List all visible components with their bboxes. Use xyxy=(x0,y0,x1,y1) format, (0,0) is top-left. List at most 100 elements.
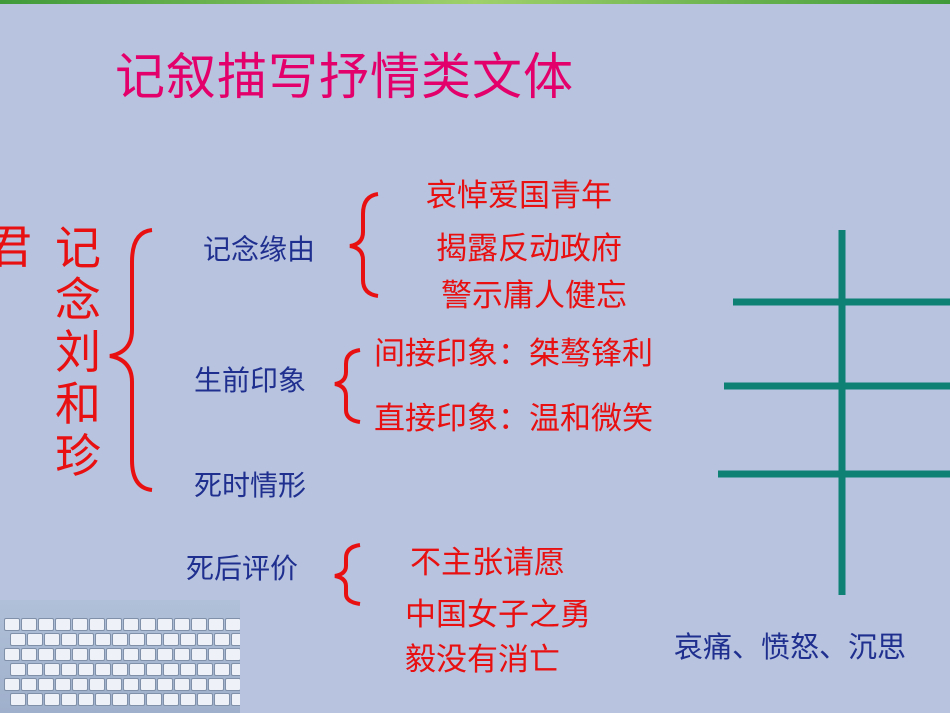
keyboard-key xyxy=(180,693,196,706)
keyboard-key xyxy=(231,663,240,676)
keyboard-key xyxy=(140,648,156,661)
keyboard-key xyxy=(89,648,105,661)
keyboard-key xyxy=(163,663,179,676)
keyboard-key xyxy=(38,678,54,691)
keyboard-key xyxy=(21,678,37,691)
keyboard-key xyxy=(174,618,190,631)
reason-item: 揭露反动政府 xyxy=(436,231,622,267)
keyboard-key xyxy=(225,648,240,661)
impression-item: 直接印象：温和微笑 xyxy=(374,401,653,437)
keyboard-key xyxy=(208,618,224,631)
reason-item: 警示庸人健忘 xyxy=(441,278,627,314)
keyboard-key xyxy=(146,663,162,676)
keyboard-key xyxy=(197,633,213,646)
keyboard-key xyxy=(174,648,190,661)
keyboard-key xyxy=(27,633,43,646)
keyboard-key xyxy=(191,618,207,631)
keyboard-key xyxy=(146,633,162,646)
keyboard-key xyxy=(191,678,207,691)
keyboard-key xyxy=(140,678,156,691)
keyboard-key xyxy=(55,678,71,691)
keyboard-key xyxy=(157,648,173,661)
keyboard-key xyxy=(44,663,60,676)
keyboard-key xyxy=(146,693,162,706)
keyboard-key xyxy=(197,693,213,706)
side-text-jun: 君 xyxy=(0,220,32,274)
keyboard-key xyxy=(157,618,173,631)
keyboard-key xyxy=(95,633,111,646)
conclusion-text: 哀痛、愤怒、沉思 xyxy=(674,630,907,664)
keyboard-key xyxy=(95,663,111,676)
keyboard-key xyxy=(106,678,122,691)
keyboard-key xyxy=(231,693,240,706)
keyboard-key xyxy=(4,678,20,691)
keyboard-key xyxy=(106,648,122,661)
top-accent-bar xyxy=(0,0,950,4)
keyboard-key xyxy=(21,648,37,661)
keyboard-key xyxy=(174,678,190,691)
keyboard-key xyxy=(123,648,139,661)
keyboard-key xyxy=(129,693,145,706)
keyboard-key xyxy=(129,663,145,676)
keyboard-key xyxy=(4,618,20,631)
keyboard-key xyxy=(27,693,43,706)
keyboard-key xyxy=(38,648,54,661)
reason-brace xyxy=(349,192,379,298)
keyboard-key xyxy=(112,633,128,646)
keyboard-key xyxy=(231,633,240,646)
keyboard-key xyxy=(180,663,196,676)
keyboard-key xyxy=(61,633,77,646)
keyboard-key xyxy=(157,678,173,691)
keyboard-key xyxy=(61,663,77,676)
keyboard-key xyxy=(72,678,88,691)
keyboard-key xyxy=(95,693,111,706)
keyboard-key xyxy=(225,678,240,691)
evaluation-item: 不主张请愿 xyxy=(410,545,565,581)
keyboard-key xyxy=(44,693,60,706)
keyboard-key xyxy=(38,618,54,631)
evaluation-item: 毅没有消亡 xyxy=(405,642,560,678)
keyboard-key xyxy=(10,663,26,676)
reason-item: 哀悼爱国青年 xyxy=(426,178,612,214)
keyboard-key xyxy=(72,648,88,661)
keyboard-key xyxy=(78,633,94,646)
keyboard-key xyxy=(106,618,122,631)
impression-item: 间接印象：桀骜锋利 xyxy=(374,336,653,372)
keyboard-key xyxy=(225,618,240,631)
keyboard-key xyxy=(78,693,94,706)
keyboard-key xyxy=(10,633,26,646)
category-death: 死时情形 xyxy=(194,469,307,502)
keyboard-key xyxy=(44,633,60,646)
keyboard-key xyxy=(55,648,71,661)
keyboard-key xyxy=(55,618,71,631)
keyboard-key xyxy=(10,693,26,706)
category-impression: 生前印象 xyxy=(194,364,307,397)
keyboard-key xyxy=(163,693,179,706)
impression-brace xyxy=(334,348,361,424)
keyboard-key xyxy=(123,618,139,631)
keyboard-key xyxy=(208,678,224,691)
category-reason: 记念缘由 xyxy=(203,233,316,266)
keyboard-key xyxy=(21,618,37,631)
essay-title-vertical: 记念刘和珍 xyxy=(55,221,101,483)
keyboard-key xyxy=(78,663,94,676)
keyboard-key xyxy=(89,678,105,691)
evaluation-brace xyxy=(334,543,361,606)
keyboard-key xyxy=(191,648,207,661)
keyboard-key xyxy=(112,663,128,676)
keyboard-key xyxy=(214,663,230,676)
keyboard-key xyxy=(27,663,43,676)
keyboard-key xyxy=(214,633,230,646)
slide-title: 记叙描写抒情类文体 xyxy=(115,48,574,106)
keyboard-key xyxy=(123,678,139,691)
keyboard-key xyxy=(140,618,156,631)
keyboard-image xyxy=(0,600,240,713)
main-brace xyxy=(109,228,153,492)
keyboard-key xyxy=(112,693,128,706)
keyboard-key xyxy=(129,633,145,646)
keyboard-key xyxy=(4,648,20,661)
keyboard-key xyxy=(208,648,224,661)
keyboard-key xyxy=(163,633,179,646)
keyboard-key xyxy=(89,618,105,631)
